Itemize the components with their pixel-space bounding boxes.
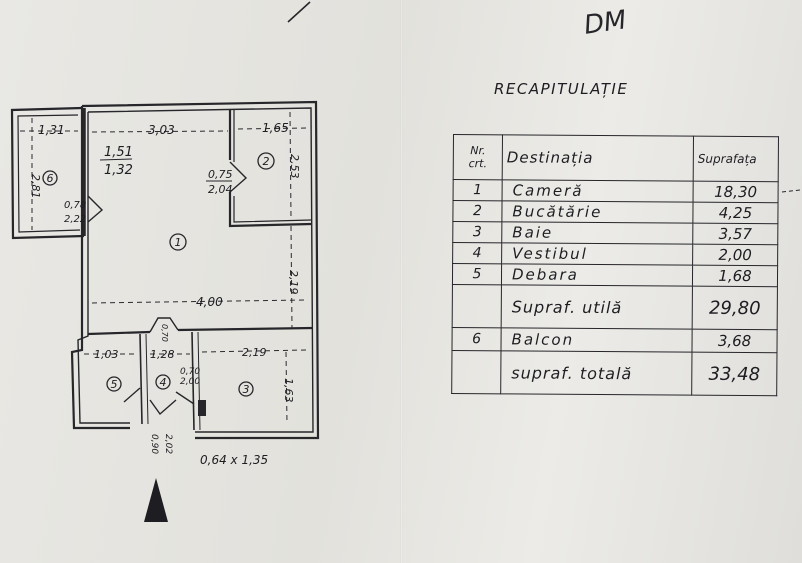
room-number-3: 3 xyxy=(243,383,250,396)
pen-mark-right xyxy=(781,189,801,193)
header-nr: Nr. crt. xyxy=(453,134,503,180)
header-destination: Destinația xyxy=(502,134,694,182)
total-area-value: 33,48 xyxy=(691,352,777,396)
dim-entry-door: 0,90 xyxy=(149,434,159,454)
useful-area-row: Supraf. utilă 29,80 xyxy=(452,284,778,330)
header-nr-line2: crt. xyxy=(468,157,488,171)
row-area: 2,00 xyxy=(692,244,778,266)
dim-hall-width: 1,28 xyxy=(150,348,175,361)
dim-hall-door-top: 0,70 xyxy=(180,367,200,377)
row-name: Vestibul xyxy=(501,242,693,266)
room-number-5: 5 xyxy=(111,378,118,391)
row-area: 18,30 xyxy=(693,181,779,203)
row-name: Debara xyxy=(501,263,693,287)
door-swings xyxy=(87,161,248,416)
row-area: 4,25 xyxy=(692,202,779,224)
pen-mark xyxy=(287,1,311,23)
dim-kitchen-height: 2,53 xyxy=(288,154,301,179)
row-nr: 4 xyxy=(452,242,502,264)
room-number-1: 1 xyxy=(175,236,182,249)
table-row: 1 Cameră 18,30 xyxy=(453,179,779,203)
row-nr: 3 xyxy=(452,221,502,243)
dim-door-k-top: 0,75 xyxy=(208,168,233,181)
dim-balcony-door-top: 0,78 xyxy=(64,200,86,211)
table-header-row: Nr. crt. Destinația Suprafața xyxy=(453,134,779,182)
total-area-label: supraf. totală xyxy=(500,350,692,396)
north-arrow-icon xyxy=(144,478,168,522)
balcony-area: 3,68 xyxy=(691,329,778,353)
entry-marker xyxy=(198,400,206,416)
row-name: Bucătărie xyxy=(501,200,694,224)
useful-area-label: Supraf. utilă xyxy=(501,284,693,330)
room-numbers: 1 2 3 4 5 6 xyxy=(47,155,270,396)
dim-kitchen-width: 1,65 xyxy=(262,121,289,135)
useful-area-value: 29,80 xyxy=(692,286,778,330)
balcony-nr: 6 xyxy=(451,327,502,351)
initials-signature: DM xyxy=(582,5,629,41)
table-row: 2 Bucătărie 4,25 xyxy=(452,200,779,224)
useful-area-nr-cell xyxy=(452,284,502,328)
row-nr: 5 xyxy=(452,263,502,285)
balcony-row: 6 Balcon 3,68 xyxy=(451,327,778,353)
dim-room1-width: 3,03 xyxy=(148,123,175,137)
table-row: 5 Debara 1,68 xyxy=(452,263,778,287)
dim-balcony-width: 1,31 xyxy=(38,123,65,137)
recap-title: RECAPITULAȚIE xyxy=(494,80,629,98)
room-number-2: 2 xyxy=(263,155,270,168)
row-name: Cameră xyxy=(502,179,694,203)
total-area-row: supraf. totală 33,48 xyxy=(451,350,777,396)
row-nr: 2 xyxy=(452,200,503,222)
dim-room1-length: 4,00 xyxy=(196,295,223,309)
surface-table: Nr. crt. Destinația Suprafața 1 Cameră 1… xyxy=(451,134,779,396)
row-area: 3,57 xyxy=(692,223,778,245)
row-area: 1,68 xyxy=(692,265,778,287)
dim-hall-door-bottom: 2,00 xyxy=(180,377,200,387)
dim-balcony-door-bottom: 2,22 xyxy=(64,214,86,225)
dim-bath-width: 2,19 xyxy=(242,346,267,359)
row-name: Baie xyxy=(501,221,693,245)
header-nr-line1: Nr. xyxy=(470,144,486,158)
dim-small-door: 0,70 xyxy=(160,324,169,342)
paper-fold xyxy=(400,0,403,563)
dimension-texts: 1,31 2,81 3,03 1,65 1,51 1,32 0,75 2,04 … xyxy=(29,121,301,467)
dimension-lines xyxy=(20,111,309,425)
plan-walls xyxy=(10,100,320,440)
fraction-bar-a xyxy=(99,158,133,161)
dim-door-a-top: 1,51 xyxy=(104,145,133,160)
header-surface: Suprafața xyxy=(693,136,779,182)
room-number-4: 4 xyxy=(160,376,167,389)
dim-bath-height: 1,63 xyxy=(282,378,295,403)
dim-window: 0,64 x 1,35 xyxy=(200,453,268,467)
table-row: 4 Vestibul 2,00 xyxy=(452,242,778,266)
table-row: 3 Baie 3,57 xyxy=(452,221,778,245)
balcony-name: Balcon xyxy=(500,327,693,353)
dim-balcony-height: 2,81 xyxy=(29,174,42,199)
dim-room1-height: 2,19 xyxy=(287,270,300,295)
row-nr: 1 xyxy=(453,179,503,201)
total-area-nr-cell xyxy=(451,350,501,394)
dim-door-k-bottom: 2,04 xyxy=(208,183,233,196)
room-markers xyxy=(42,152,275,397)
dim-entry-door-2: 2,02 xyxy=(163,434,173,454)
dim-door-a-bottom: 1,32 xyxy=(104,163,133,178)
dim-closet-width: 1,03 xyxy=(94,348,119,361)
room-number-6: 6 xyxy=(47,172,54,185)
